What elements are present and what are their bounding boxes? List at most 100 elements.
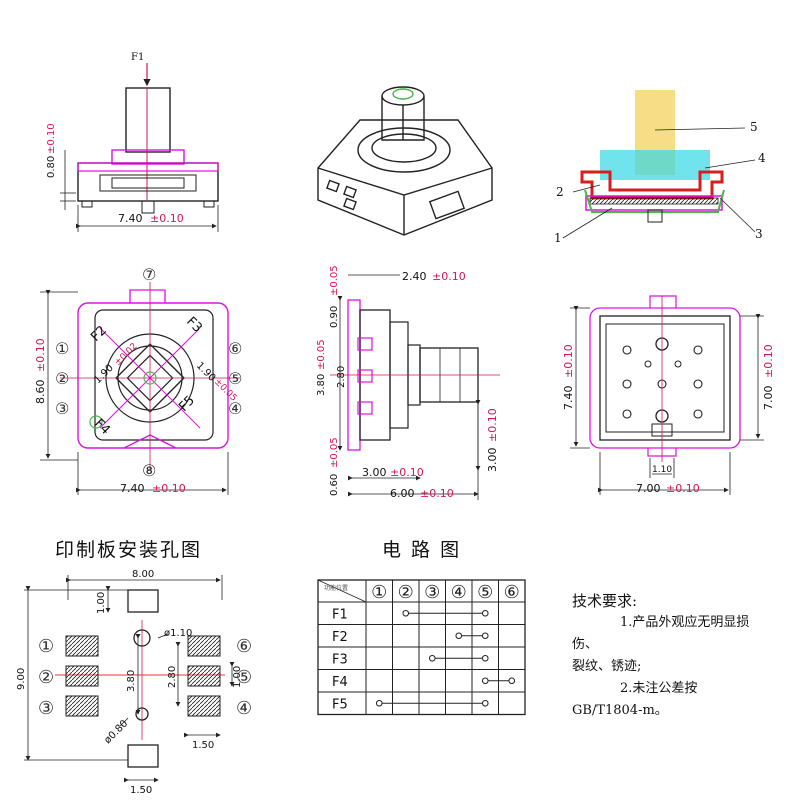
side-pitch-tol: ±0.05: [316, 339, 327, 370]
callout-3: 3: [755, 227, 763, 241]
height-dim-num: 0.80: [46, 156, 57, 178]
side-len1-num: 3.00: [362, 466, 387, 479]
row-label: F1: [332, 607, 348, 622]
side-len2-tol: ±0.10: [420, 487, 454, 500]
column-header: ①: [371, 582, 387, 603]
row-label: F2: [332, 630, 348, 645]
bottom-h-inner-num: 7.00: [762, 386, 775, 411]
side-shaft-num: 3.00: [486, 448, 499, 473]
notes-line-2: 伤、: [572, 637, 599, 652]
connection-node: [375, 699, 383, 707]
diag-dim-a: 1.90: [92, 363, 116, 387]
bottom-w-tol: ±0.10: [666, 482, 700, 495]
tech-notes: 技术要求: 1.产品外观应无明显损 伤、 裂纹、锈迹; 2.未注公差按 GB/T…: [572, 590, 749, 722]
pcb-hole: ø1.10: [164, 628, 192, 639]
connection-node: [481, 699, 489, 707]
cross-section-view: [562, 90, 756, 239]
notes-line-3: 裂纹、锈迹;: [572, 659, 642, 674]
callout-5: 5: [750, 120, 758, 134]
table-corner-label: 功能位置: [324, 584, 348, 592]
row-label: F3: [332, 652, 348, 667]
diag-dim-b: 1.90: [194, 360, 218, 384]
pcb-footprint: [24, 575, 235, 783]
pcb-pitch: 3.80: [126, 670, 137, 692]
bottom-w-num: 7.00: [636, 482, 661, 495]
column-header: ⑥: [504, 582, 520, 603]
side-mid: 2.80: [336, 366, 347, 388]
side-top-num: 2.40: [402, 270, 427, 283]
pcb-pitch2: 2.80: [167, 666, 178, 688]
force-f1-label: F1: [131, 52, 144, 63]
pin-right-6: ⑥: [228, 339, 242, 358]
side-shaft-tol: ±0.10: [486, 408, 499, 442]
callout-2: 2: [556, 185, 564, 199]
pcb-title: 印制板安装孔图: [55, 539, 203, 561]
pcb-pad-w: 1.50: [192, 740, 214, 751]
connection-node: [481, 632, 489, 640]
width-dim-num: 7.40: [118, 212, 143, 225]
pcb-pin-6: ⑥: [236, 636, 252, 657]
side-elevation-view: F1: [60, 52, 219, 232]
pin-left-2: ②: [55, 369, 69, 388]
pin-right-4: ④: [228, 399, 242, 418]
pcb-pin-4: ④: [236, 698, 252, 719]
bottom-tab-dim: 1.10: [652, 465, 672, 475]
circuit-title: 电 路 图: [382, 539, 462, 561]
bottom-view: [570, 295, 764, 495]
front-view: [40, 282, 240, 495]
notes-title: 技术要求:: [572, 592, 638, 610]
side-leadw-tol: ±0.05: [329, 265, 340, 296]
bottom-h-inner-tol: ±0.10: [762, 344, 775, 378]
connection-node: [428, 654, 436, 662]
pin-bottom: ⑧: [142, 461, 156, 480]
side-top-tol: ±0.10: [432, 270, 466, 283]
notes-line-1: 1.产品外观应无明显损: [620, 615, 750, 630]
side-len2-num: 6.00: [390, 487, 415, 500]
dir-f5: F5: [176, 393, 198, 415]
side-leadb-tol: ±0.05: [329, 437, 340, 468]
connection-node: [455, 632, 463, 640]
column-header: ②: [398, 582, 414, 603]
pin-right-5: ⑤: [228, 369, 242, 388]
dir-f3: F3: [183, 314, 205, 336]
notes-line-5: GB/T1804-m。: [572, 703, 668, 718]
pcb-pad-p: 1.00: [232, 666, 243, 688]
side-view: [330, 274, 500, 500]
pin-left-3: ③: [55, 399, 69, 418]
pcb-pad-h: 1.00: [96, 592, 107, 614]
side-leadb-num: 0.60: [329, 474, 340, 496]
pcb-pad-w2: 1.50: [130, 785, 152, 796]
side-len1-tol: ±0.10: [390, 466, 424, 479]
bottom-h-outer-num: 7.40: [562, 386, 575, 411]
front-height-tol: ±0.10: [34, 338, 47, 372]
connection-node: [508, 677, 516, 685]
pcb-pin-3: ③: [38, 698, 54, 719]
table-corner-diagonal: [317, 579, 367, 603]
row-label: F5: [332, 697, 348, 712]
side-pitch-num: 3.80: [316, 374, 327, 396]
dir-f2: F2: [88, 323, 110, 345]
height-dim-tol: ±0.10: [46, 123, 57, 154]
width-dim-tol: ±0.10: [150, 212, 184, 225]
notes-line-4: 2.未注公差按: [620, 681, 698, 696]
pcb-pin-5: ⑤: [236, 667, 252, 688]
front-width-tol: ±0.10: [152, 482, 186, 495]
front-width-num: 7.40: [120, 482, 145, 495]
connection-node: [481, 654, 489, 662]
bottom-h-outer-tol: ±0.10: [562, 344, 575, 378]
connection-node: [481, 609, 489, 617]
front-height-num: 8.60: [34, 380, 47, 405]
pin-top: ⑦: [142, 265, 156, 284]
pcb-hole2: ø0.80: [102, 718, 130, 746]
column-header: ⑤: [477, 582, 493, 603]
isometric-view: [317, 86, 493, 236]
callout-1: 1: [554, 231, 562, 245]
column-header: ③: [424, 582, 440, 603]
pcb-pin-2: ②: [38, 667, 54, 688]
pcb-w: 8.00: [132, 569, 154, 580]
connection-node: [481, 677, 489, 685]
column-header: ④: [451, 582, 467, 603]
pin-left-1: ①: [55, 339, 69, 358]
pcb-h: 9.00: [16, 668, 27, 690]
